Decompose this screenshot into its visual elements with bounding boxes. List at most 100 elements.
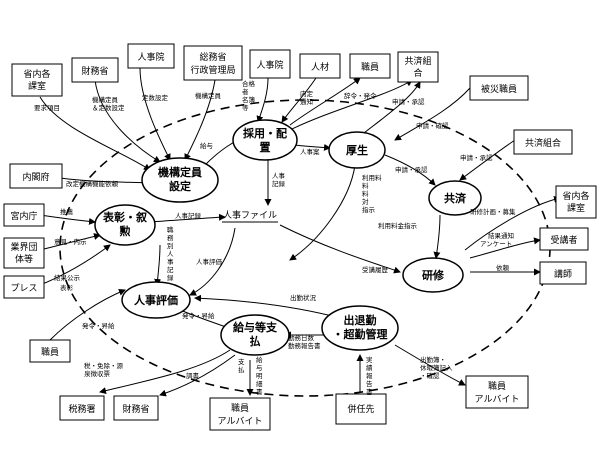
edge-label: 要求項目 xyxy=(34,103,60,112)
node-hyosho: 表彰・叙 勲 xyxy=(94,204,156,246)
edge-label: 等 xyxy=(242,103,249,112)
node-label: 採用・配 xyxy=(243,126,287,140)
edge-label: 細 xyxy=(256,379,263,388)
vlabel-shokumu: 職 務 別 人 事 記 録 xyxy=(167,225,174,282)
vlabel-kyuyo-meisai: 給 与 明 細 書 xyxy=(256,355,263,396)
edge-label: 申請・承認 xyxy=(460,153,493,162)
edge-label: 別 xyxy=(167,241,174,250)
box-gyokai-dantai: 業界団 体等 xyxy=(3,237,45,269)
edge-label: 記録 xyxy=(272,179,286,188)
node-label: 給与等支 xyxy=(233,320,278,334)
edge-label: 人 xyxy=(167,250,174,258)
box-label: 職員 xyxy=(41,347,59,358)
edge-label: 申請・確認 xyxy=(416,121,449,130)
box-zaimusho: 財務省 xyxy=(71,57,119,83)
edge-label: 勤務報告書 xyxy=(288,341,321,350)
core-nodes: 機構定員 設定 採用・配 置 厚生 共済 表彰・叙 勲 人事ファイル 研修 xyxy=(94,119,482,356)
edge-label: 明 xyxy=(256,372,263,380)
edge-label: 泉徴収票 xyxy=(84,369,111,378)
external-boxes: 省内各 課室 財務省 人事院 総務省 行政管理局 人事院 人材 職員 xyxy=(3,43,597,431)
box-kyosai-kumiai-right: 共済組合 xyxy=(513,129,573,155)
edge-label: 績 xyxy=(366,363,373,372)
edge-label: 通知 xyxy=(300,97,313,106)
node-kyosai: 共済 xyxy=(428,180,482,216)
box-jinjiin-top: 人事院 xyxy=(127,43,175,69)
box-label: 行政管理局 xyxy=(190,64,235,76)
edge-label: 研修計画・募集 xyxy=(470,207,516,216)
connector-lines xyxy=(39,67,561,397)
box-kunaicho: 宮内庁 xyxy=(3,203,45,227)
edge-label: 利用料金指示 xyxy=(378,221,418,230)
edge-label: 休暇簿記入 xyxy=(420,363,453,372)
box-label: 被災職員 xyxy=(481,83,517,95)
edge-label: 実 xyxy=(366,355,373,364)
box-label: 職員 xyxy=(231,403,249,414)
box-label: プレス xyxy=(10,283,37,294)
edge-label: 料 xyxy=(362,189,369,198)
node-kenshu: 研修 xyxy=(402,257,464,293)
box-label: 財務省 xyxy=(81,65,108,77)
edge-label: 務 xyxy=(167,233,174,242)
edge-label: 結果公示 xyxy=(54,273,81,282)
box-label: 共済組合 xyxy=(525,137,561,149)
edge-label: 内定 xyxy=(300,89,314,98)
edge-label: 合格 xyxy=(242,79,256,88)
edge-label: 職 xyxy=(167,225,174,234)
edge-label: 記 xyxy=(167,265,174,274)
box-jinzai: 人材 xyxy=(299,53,341,79)
edge-label: 告 xyxy=(366,379,373,388)
edge-label: 意見・内示 xyxy=(54,237,87,246)
edge-label: 事 xyxy=(167,257,174,266)
box-zaimusho-bottom: 財務省 xyxy=(113,395,159,421)
box-label: 総務省 xyxy=(199,51,226,63)
box-shokuin-arbeit-right: 職員 アルバイト xyxy=(465,375,529,409)
node-label: 研修 xyxy=(422,268,445,282)
edge-label: 調書 xyxy=(186,371,200,380)
box-naikakufu: 内閣府 xyxy=(9,163,63,189)
node-label: 人事ファイル xyxy=(223,209,277,221)
edge-label: 名簿 xyxy=(242,95,256,104)
edge-label: 払 xyxy=(238,365,245,374)
box-label: 受講者 xyxy=(550,234,577,246)
edge-label: 利用料 xyxy=(362,173,382,182)
edge-label: 報 xyxy=(366,372,373,380)
node-jinji-hyoka: 人事評価 xyxy=(121,281,191,319)
node-label: 表彰・叙 xyxy=(102,210,147,224)
box-label: 人材 xyxy=(311,61,329,73)
box-label: 人事院 xyxy=(137,51,164,63)
edge-label: 指示 xyxy=(362,205,376,214)
node-label: 共済 xyxy=(444,191,467,205)
edge-label: 人事案 xyxy=(300,147,320,156)
box-label: 共済組 xyxy=(404,55,431,67)
node-label: 人事評価 xyxy=(134,293,178,307)
edge-label: 出勤簿・ xyxy=(420,355,446,364)
box-label: 職員 xyxy=(361,62,379,73)
box-label: 省内各 xyxy=(23,68,50,80)
edge-label: 受講履歴 xyxy=(362,265,389,274)
edge-label: ・確認 xyxy=(420,371,440,380)
edge-label: アンケート xyxy=(480,240,512,248)
edge-label: 者 xyxy=(242,88,249,96)
edge-label: 発令・昇給 xyxy=(182,311,215,320)
node-label: 機構定員 xyxy=(158,165,202,179)
node-kosei: 厚生 xyxy=(328,131,386,169)
box-somusho: 総務省 行政管理局 xyxy=(183,45,243,81)
edge-label: 発令・昇給 xyxy=(82,321,115,330)
node-label: 厚生 xyxy=(346,143,368,157)
box-jinjiin-top2: 人事院 xyxy=(249,49,291,79)
node-label: 出退勤 xyxy=(344,313,377,327)
box-label: 財務省 xyxy=(122,403,149,415)
edge-label: 辞令・発令 xyxy=(344,91,377,100)
node-jinji-file: 人事ファイル xyxy=(222,209,278,223)
edge-label: 給与 xyxy=(200,141,213,150)
vlabel-jisseki: 実 績 報 告 書 xyxy=(366,355,373,396)
edge-label: 支 xyxy=(238,357,245,366)
box-label: 内閣府 xyxy=(22,171,49,183)
box-shonaikaku-right: 省内各 課室 xyxy=(555,185,597,219)
box-press: プレス xyxy=(3,275,45,299)
node-kiko-teiin: 機構定員 設定 xyxy=(141,157,219,203)
box-hisai-shokuin: 被災職員 xyxy=(469,75,529,101)
edge-label: 申請・承認 xyxy=(395,165,428,174)
edge-label: 機構定員 xyxy=(92,95,119,104)
